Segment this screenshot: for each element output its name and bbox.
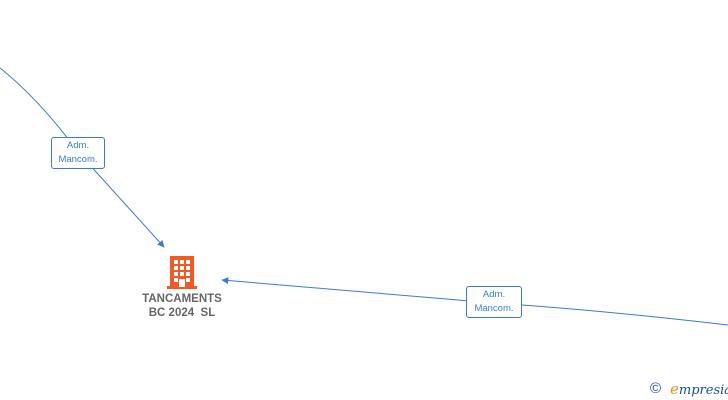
edge-label-type: Mancom. — [474, 303, 514, 314]
brand-logo: empresia — [670, 380, 728, 400]
company-name: TANCAMENTS BC 2024 SL — [142, 293, 222, 319]
brand-logo-initial: e — [670, 380, 679, 398]
edge-label-role: Adm. — [482, 289, 506, 300]
edge-label-role: Adm. — [66, 140, 90, 151]
edge-label-top-left[interactable]: Adm. Mancom. — [51, 137, 105, 169]
building-icon — [167, 256, 197, 289]
edge-label-right[interactable]: Adm. Mancom. — [466, 286, 522, 318]
brand-logo-text: mpresia — [678, 383, 728, 398]
copyright-icon: © — [650, 380, 662, 397]
company-node[interactable]: TANCAMENTS BC 2024 SL — [130, 254, 234, 320]
edge-label-type: Mancom. — [58, 154, 98, 165]
